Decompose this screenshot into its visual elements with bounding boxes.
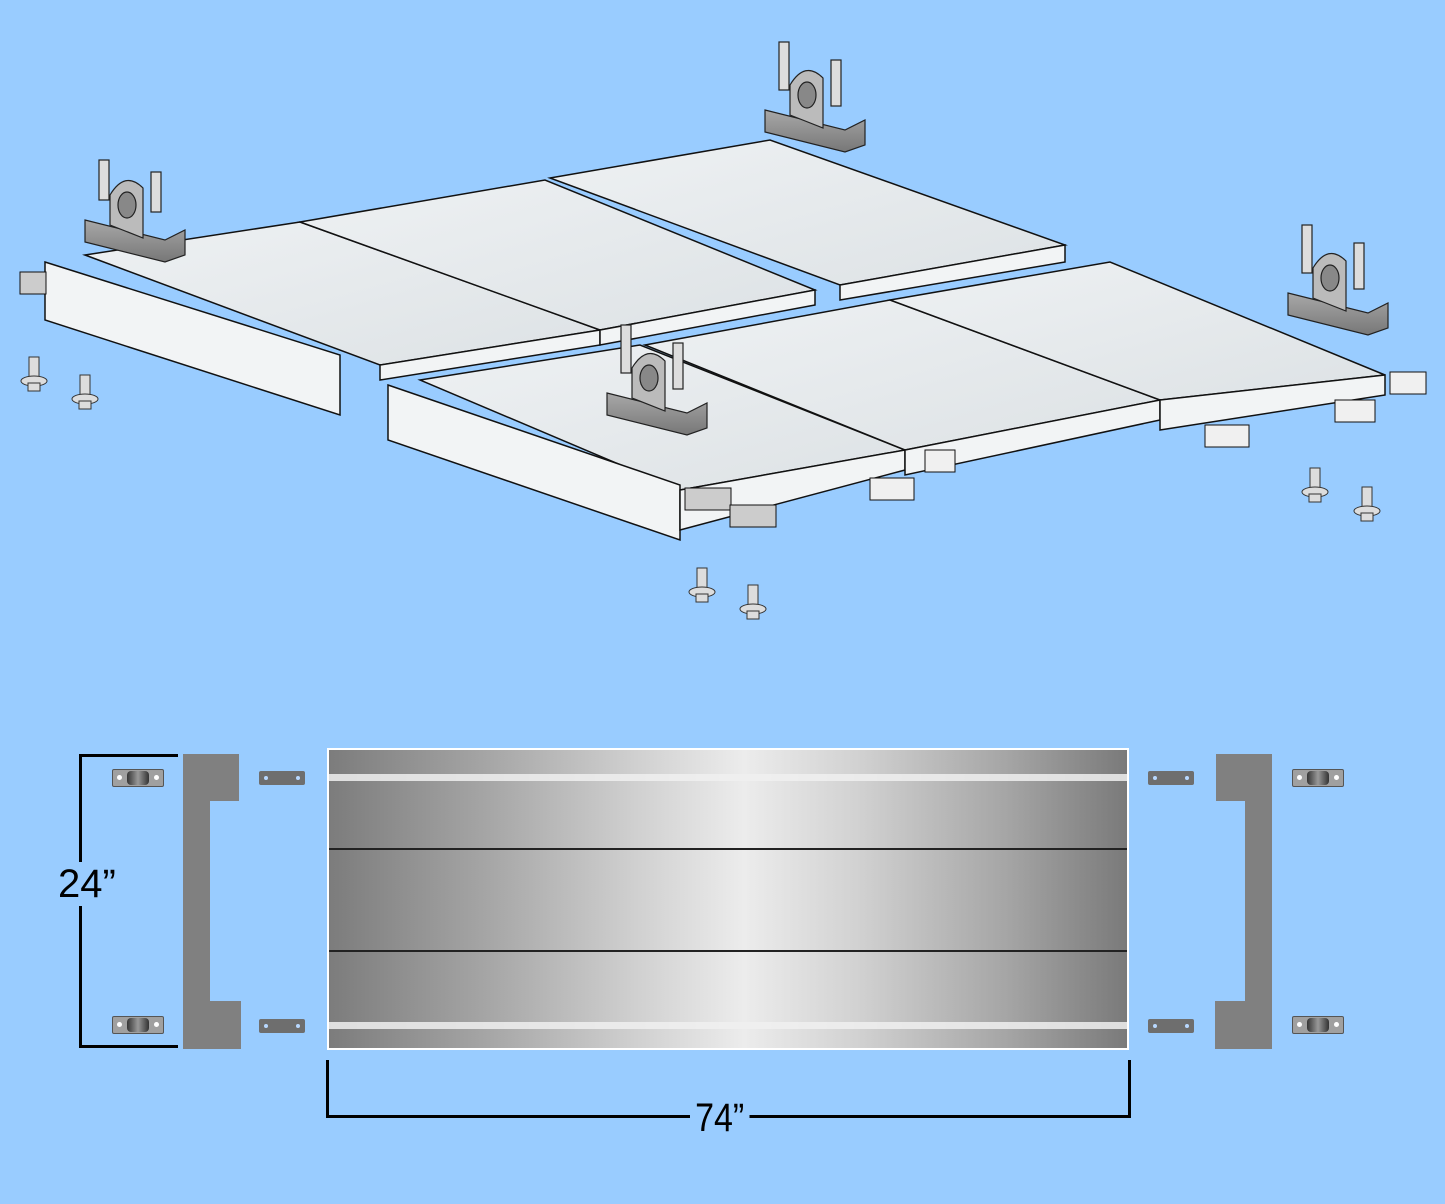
- bolt: [688, 567, 716, 603]
- bolt: [71, 374, 99, 410]
- bolt: [20, 356, 48, 392]
- bolt: [739, 584, 767, 620]
- connector-plate-left-top: [259, 771, 305, 785]
- mount-block-left-top: [112, 769, 164, 787]
- pillow-block-2: [764, 41, 866, 153]
- isometric-assembly: [19, 41, 1427, 620]
- end-bracket-left: [183, 754, 210, 1049]
- connector-plate-right-bottom: [1148, 1019, 1194, 1033]
- side-rails: [44, 244, 1386, 542]
- bolt: [1301, 467, 1329, 503]
- connector-plate-right-top: [1148, 771, 1194, 785]
- mount-block-right-bottom: [1292, 1016, 1344, 1034]
- mount-block-right-top: [1292, 769, 1344, 787]
- end-bracket-right: [1245, 754, 1272, 1049]
- pillow-block-4: [606, 324, 708, 436]
- pillow-block-1: [84, 159, 186, 263]
- pillow-block-3: [1287, 224, 1389, 336]
- bolt: [1353, 486, 1381, 522]
- flange-bolts: [20, 356, 1381, 620]
- connector-plate-left-bottom: [259, 1019, 305, 1033]
- height-dimension-label: 24”: [58, 862, 116, 906]
- width-dimension-label: 74”: [690, 1098, 750, 1138]
- pillow-block-mounts: [84, 41, 1389, 436]
- connector-tabs: [19, 271, 1427, 528]
- mount-block-left-bottom: [112, 1016, 164, 1034]
- deck-panel-plan: [327, 748, 1129, 1050]
